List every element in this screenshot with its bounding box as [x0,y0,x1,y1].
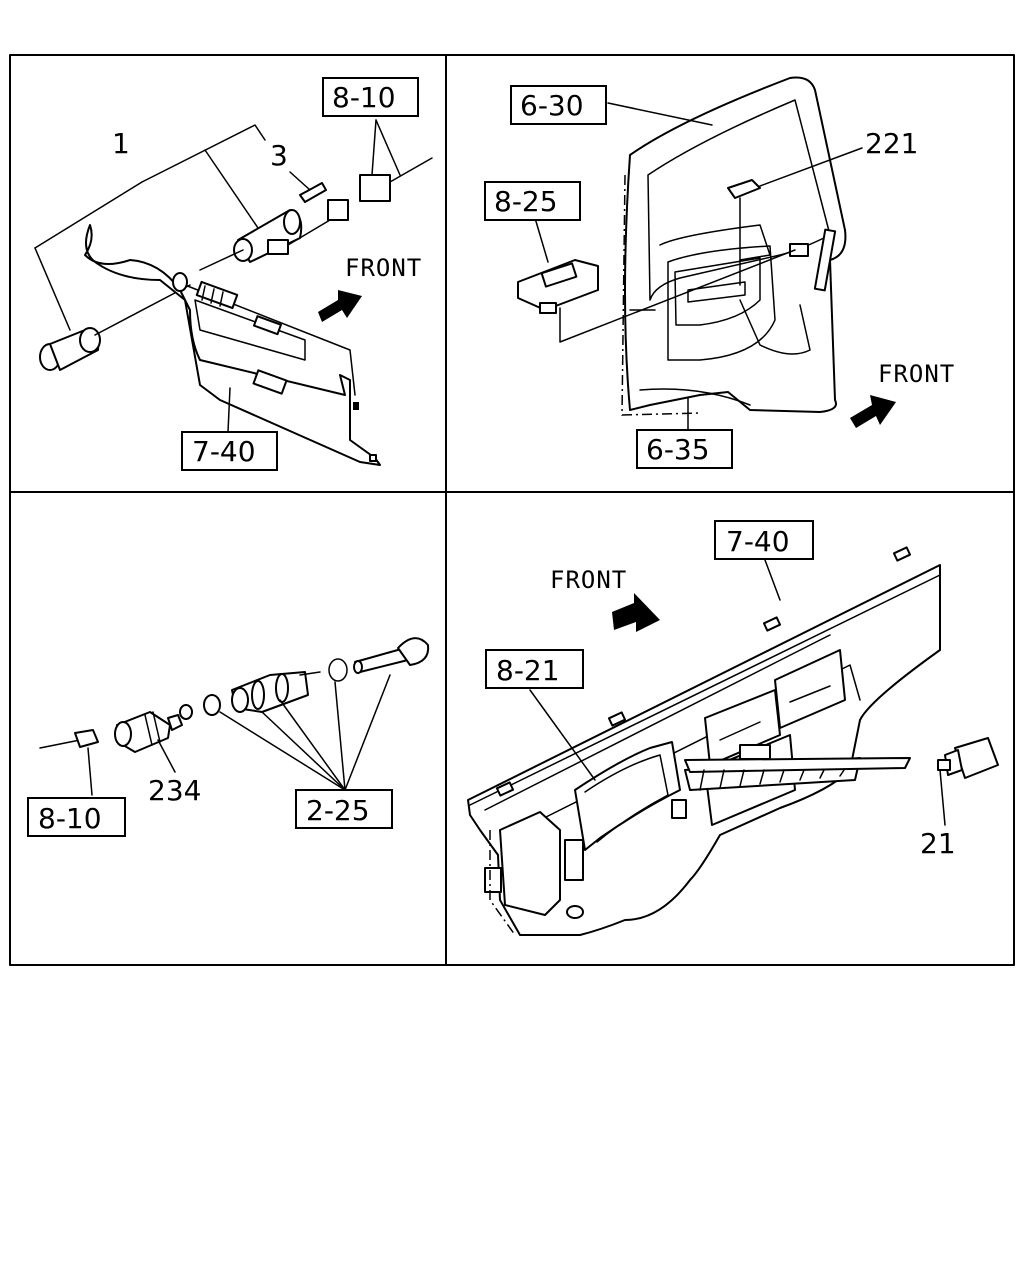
switch-21 [937,737,999,779]
lighter-knob [39,327,101,371]
front-arrow [612,593,660,632]
speed-sensor [114,704,193,753]
ref-label-8-21: 8-21 [496,654,560,687]
panel-top-right: 6-30 221 8-25 6-35 FRONT [484,76,955,469]
connector-8-10 [359,119,433,202]
ref-label-234: 234 [148,774,201,807]
dashboard-assembly [467,546,941,936]
door-assembly [621,76,847,416]
console-panel [84,224,381,466]
sleeve-gear [231,671,321,713]
panel-top-left: 1 3 8-10 7-40 FRONT [34,77,433,471]
part-221 [727,179,761,199]
front-label: FRONT [345,254,422,282]
ref-label-3: 3 [270,139,288,172]
seal-ring [203,694,221,716]
panel-bottom-right: 7-40 8-21 21 FRONT [467,520,999,936]
ref-label-1: 1 [112,127,130,160]
window-switch [517,259,599,314]
front-label: FRONT [550,566,627,594]
ref-label-7-40: 7-40 [726,525,790,558]
lighter-socket [233,182,349,263]
ref-label-221: 221 [865,127,918,160]
front-arrow [318,290,362,322]
front-arrow [850,395,896,428]
ref-label-6-35: 6-35 [646,433,710,466]
ref-label-8-25: 8-25 [494,185,558,218]
ref-label-8-10: 8-10 [332,81,396,114]
ref-label-8-10: 8-10 [38,802,102,835]
o-ring [328,658,348,682]
ref-label-7-40: 7-40 [192,435,256,468]
diagram-frame [9,54,1015,966]
ref-label-2-25: 2-25 [306,794,370,827]
connector-8-10 [74,729,99,748]
ref-label-6-30: 6-30 [520,89,584,122]
drive-shaft [353,637,430,674]
panel-bottom-left: 8-10 234 2-25 [27,637,430,837]
front-label: FRONT [878,360,955,388]
ref-label-21: 21 [920,827,956,860]
